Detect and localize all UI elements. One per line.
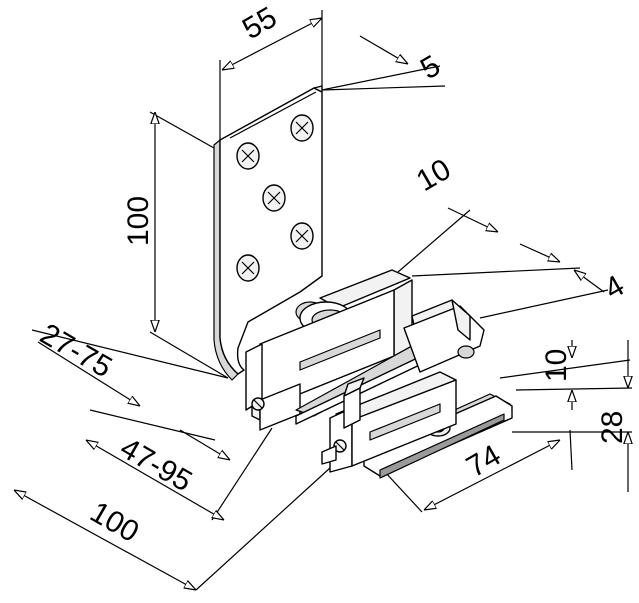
dimension-55: 55 [237, 1, 282, 46]
extension-lines [31, 10, 633, 591]
screw-icon [236, 142, 260, 170]
bracket-screws [236, 114, 314, 282]
dimension-28: 28 [596, 411, 629, 444]
screw-icon [290, 222, 314, 250]
dimension-100-bottom: 100 [85, 495, 145, 549]
lower-slide-block [321, 371, 513, 479]
dimension-10-top: 10 [411, 153, 456, 198]
rail-carrier [403, 299, 485, 373]
dimension-10-right: 10 [540, 349, 573, 382]
dimension-100-vertical: 100 [122, 196, 155, 246]
dimension-lines [14, 18, 628, 590]
screw-icon [236, 254, 260, 282]
dimension-5: 5 [415, 49, 446, 86]
dimension-74: 74 [461, 439, 506, 484]
screw-icon [262, 184, 286, 212]
screw-icon [290, 114, 314, 142]
dimension-27-75: 27-75 [35, 317, 118, 384]
dimension-47-95: 47-95 [115, 431, 198, 498]
dimension-4: 4 [599, 269, 630, 306]
